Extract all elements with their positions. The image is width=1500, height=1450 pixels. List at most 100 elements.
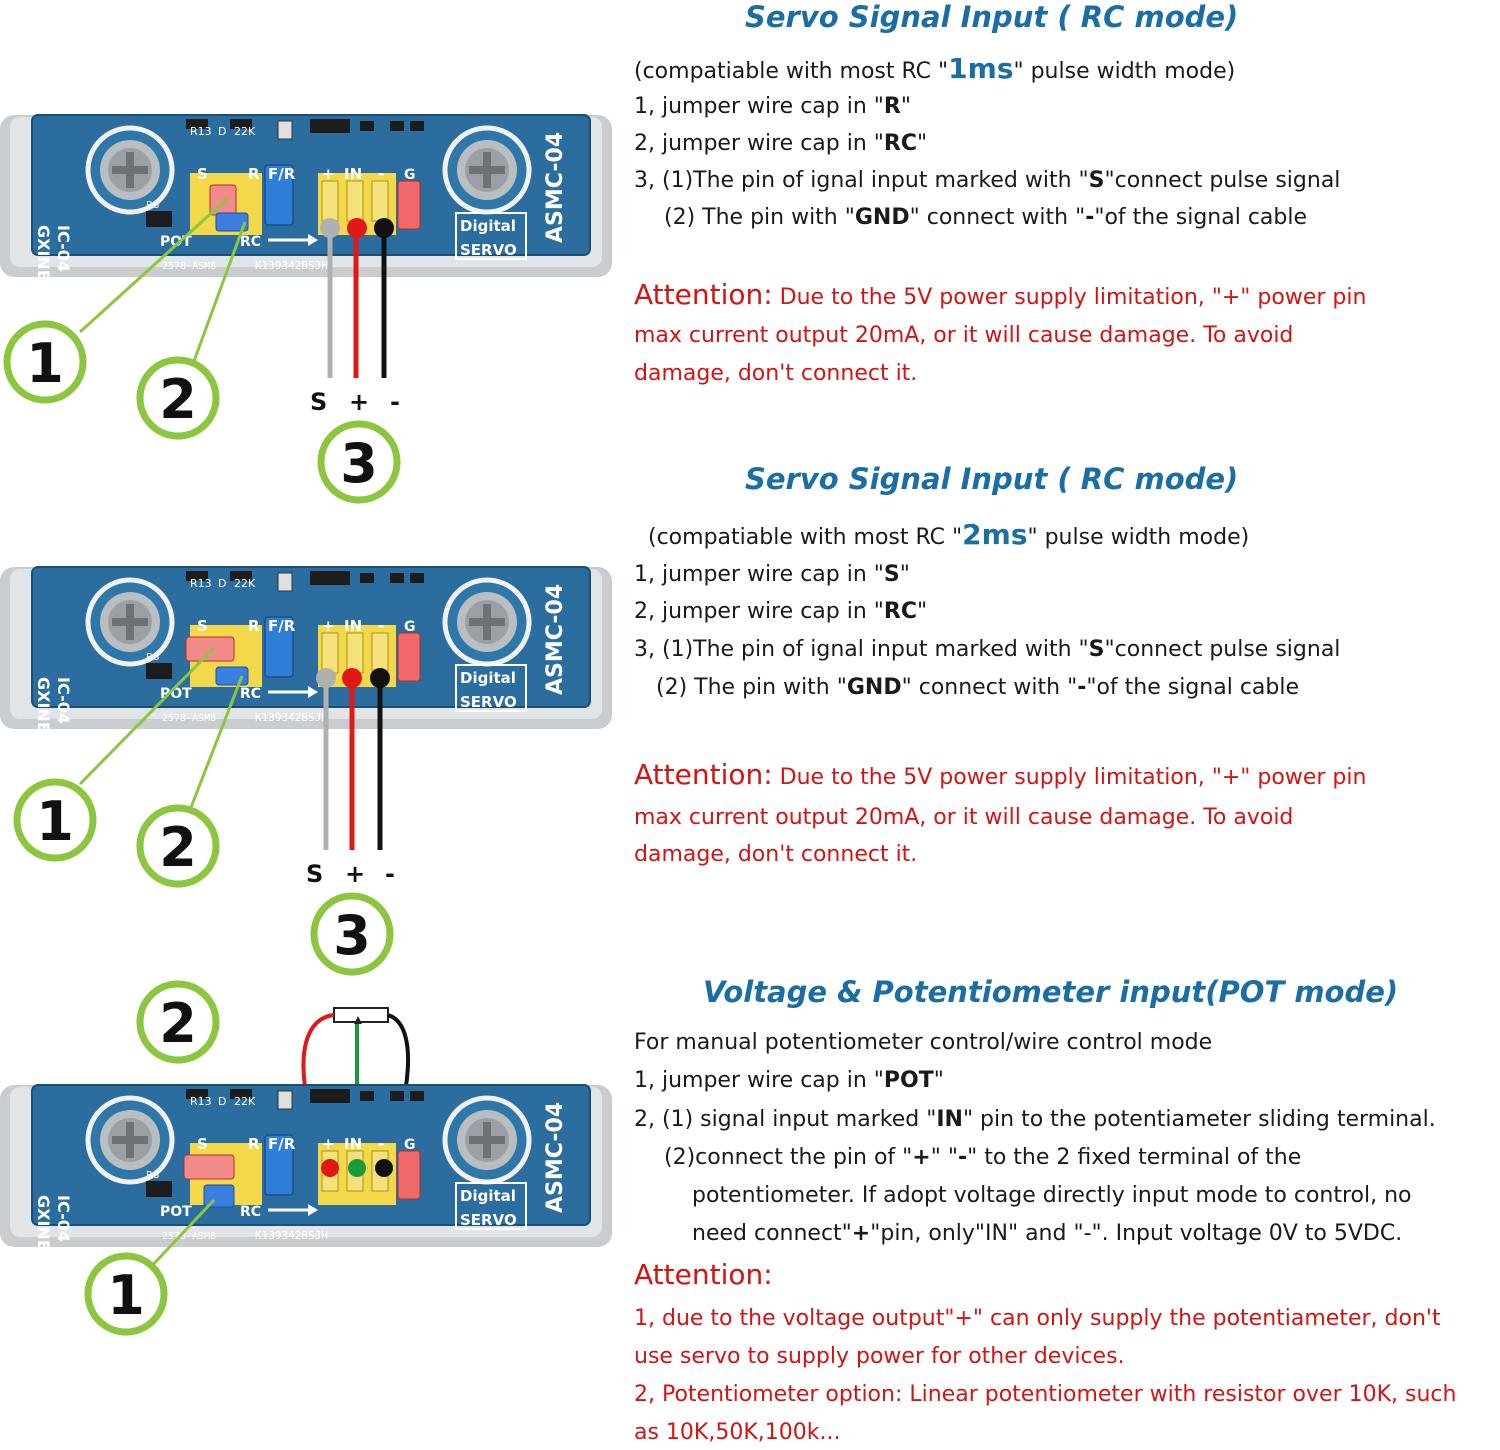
wire-label-plus: + <box>349 388 369 416</box>
section3-step2a: 2, (1) signal input marked "IN" pin to t… <box>634 1107 1436 1132</box>
svg-text:D: D <box>218 125 226 138</box>
section3-attention-line3: 2, Potentiometer option: Linear potentio… <box>634 1382 1457 1407</box>
svg-text:IC-04: IC-04 <box>54 1195 73 1242</box>
svg-text:ASMC-04: ASMC-04 <box>543 584 568 695</box>
callout-badge-2: 2 <box>136 980 220 1064</box>
svg-text:GXINE: GXINE <box>34 677 53 733</box>
svg-text:F/R: F/R <box>268 1135 296 1153</box>
section1-attention: Attention: Due to the 5V power supply li… <box>634 278 1367 311</box>
wire-connector-black <box>375 1159 393 1177</box>
section2-step3a: 3, (1)The pin of ignal input marked with… <box>634 637 1341 662</box>
section1-step2: 2, jumper wire cap in "RC" <box>634 131 928 156</box>
svg-text:D: D <box>218 577 226 590</box>
svg-text:S: S <box>197 617 208 635</box>
servo-controller-board: S R F/R + IN - G POT RC R13 D 22K R8 257… <box>0 1085 612 1251</box>
svg-text:-: - <box>378 165 384 183</box>
section2-attention-line3: damage, don't connect it. <box>634 842 918 867</box>
svg-text:SERVO: SERVO <box>460 693 517 711</box>
servo-controller-board: S R F/R + IN - G POT RC R13 D 22K R8 257… <box>0 567 612 733</box>
section3-title: Voltage & Potentiometer input(POT mode) <box>703 975 1399 1009</box>
callout-badge-2: 2 <box>136 356 220 440</box>
svg-text:-: - <box>378 1135 384 1153</box>
svg-text:GXINE: GXINE <box>34 1195 53 1251</box>
svg-text:ASMC-04: ASMC-04 <box>543 132 568 243</box>
svg-text:IC-04: IC-04 <box>54 225 73 272</box>
wire-connector-gray <box>320 218 340 238</box>
svg-text:2: 2 <box>159 816 197 879</box>
svg-text:F/R: F/R <box>268 165 296 183</box>
svg-text:RC: RC <box>240 234 261 250</box>
board-diagram-rc-2ms: S R F/R + IN - G POT RC R13 D 22K R8 257… <box>0 562 620 976</box>
svg-text:+: + <box>322 1135 335 1153</box>
svg-text:22K: 22K <box>234 1095 256 1108</box>
jumper-cap-rc <box>215 212 249 232</box>
callout-badge-2: 2 <box>136 804 220 888</box>
section1-attention-line3: damage, don't connect it. <box>634 361 918 386</box>
svg-text:1: 1 <box>107 1264 145 1327</box>
wire-connector-red <box>342 668 362 688</box>
svg-text:G: G <box>404 619 416 635</box>
svg-text:R13: R13 <box>190 125 212 138</box>
svg-text:K139342BSJH: K139342BSJH <box>255 1229 328 1242</box>
svg-text:3: 3 <box>333 904 371 967</box>
svg-text:2: 2 <box>159 368 197 431</box>
wire-connector-red <box>347 218 367 238</box>
section1-title: Servo Signal Input ( RC mode) <box>745 0 1239 34</box>
section2-title: Servo Signal Input ( RC mode) <box>745 462 1239 496</box>
wire-label-minus: - <box>385 860 395 888</box>
svg-text:RC: RC <box>240 686 261 702</box>
svg-text:SERVO: SERVO <box>460 241 517 259</box>
wire-connector-black <box>370 668 390 688</box>
board-diagram-pot-mode: 2 S R F/R + IN - G POT RC R13 D 22K R8 2… <box>0 980 620 1336</box>
section2-step2: 2, jumper wire cap in "RC" <box>634 599 928 624</box>
callout-badge-1: 1 <box>13 778 97 862</box>
section2-step1: 1, jumper wire cap in "S" <box>634 562 910 587</box>
svg-text:S: S <box>197 165 208 183</box>
svg-text:2: 2 <box>159 992 197 1055</box>
section3-attention: Attention: <box>634 1258 773 1291</box>
callout-badge-3: 3 <box>310 892 394 976</box>
svg-text:K139342BSJH: K139342BSJH <box>255 259 328 272</box>
wire-label-s: S <box>310 388 327 416</box>
svg-text:S: S <box>197 1135 208 1153</box>
svg-text:R: R <box>248 617 260 635</box>
wire-connector-red <box>321 1159 339 1177</box>
svg-text:3: 3 <box>340 432 378 495</box>
section2-attention-line2: max current output 20mA, or it will caus… <box>634 805 1294 830</box>
svg-text:IN: IN <box>344 165 362 183</box>
svg-text:R13: R13 <box>190 577 212 590</box>
section1-step3b: (2) The pin with "GND" connect with "-"o… <box>664 205 1308 230</box>
wire-connector-green <box>348 1159 366 1177</box>
svg-text:R8: R8 <box>146 200 159 211</box>
section1-step3a: 3, (1)The pin of ignal input marked with… <box>634 168 1341 193</box>
section2-step3b: (2) The pin with "GND" connect with "-"o… <box>656 675 1300 700</box>
svg-text:+: + <box>322 165 335 183</box>
servo-controller-board: S R F/R + IN - G POT RC R13 D 22K R8 257… <box>0 115 612 281</box>
section1-compat: (compatiable with most RC "1ms" pulse wi… <box>634 52 1236 85</box>
svg-text:2578-ASM8: 2578-ASM8 <box>162 713 216 724</box>
section3-step2d: need connect"+"pin, only"IN" and "-". In… <box>692 1221 1403 1246</box>
section3-step1: 1, jumper wire cap in "POT" <box>634 1068 944 1093</box>
section3-attention-line2: use servo to supply power for other devi… <box>634 1344 1125 1369</box>
section3-intro: For manual potentiometer control/wire co… <box>634 1030 1213 1055</box>
svg-text:1: 1 <box>36 790 74 853</box>
svg-text:1: 1 <box>26 332 64 395</box>
section3-attention-line1: 1, due to the voltage output"+" can only… <box>634 1306 1441 1331</box>
svg-text:Digital: Digital <box>460 669 516 687</box>
wire-connector-gray <box>316 668 336 688</box>
svg-text:D: D <box>218 1095 226 1108</box>
svg-text:Digital: Digital <box>460 1187 516 1205</box>
svg-text:POT: POT <box>160 1204 192 1220</box>
svg-text:22K: 22K <box>234 125 256 138</box>
callout-badge-1: 1 <box>84 1252 168 1336</box>
svg-text:R13: R13 <box>190 1095 212 1108</box>
jumper-cap-rc <box>215 666 249 686</box>
svg-text:K139342BSJH: K139342BSJH <box>255 711 328 724</box>
board-diagram-rc-1ms: S R F/R + IN - G POT RC R13 D 22K R8 257… <box>0 110 620 504</box>
section1-step1: 1, jumper wire cap in "R" <box>634 94 911 119</box>
svg-text:ASMC-04: ASMC-04 <box>543 1102 568 1213</box>
wire-label-plus: + <box>345 860 365 888</box>
svg-text:IN: IN <box>344 1135 362 1153</box>
svg-text:SERVO: SERVO <box>460 1211 517 1229</box>
section1-attention-line2: max current output 20mA, or it will caus… <box>634 323 1294 348</box>
